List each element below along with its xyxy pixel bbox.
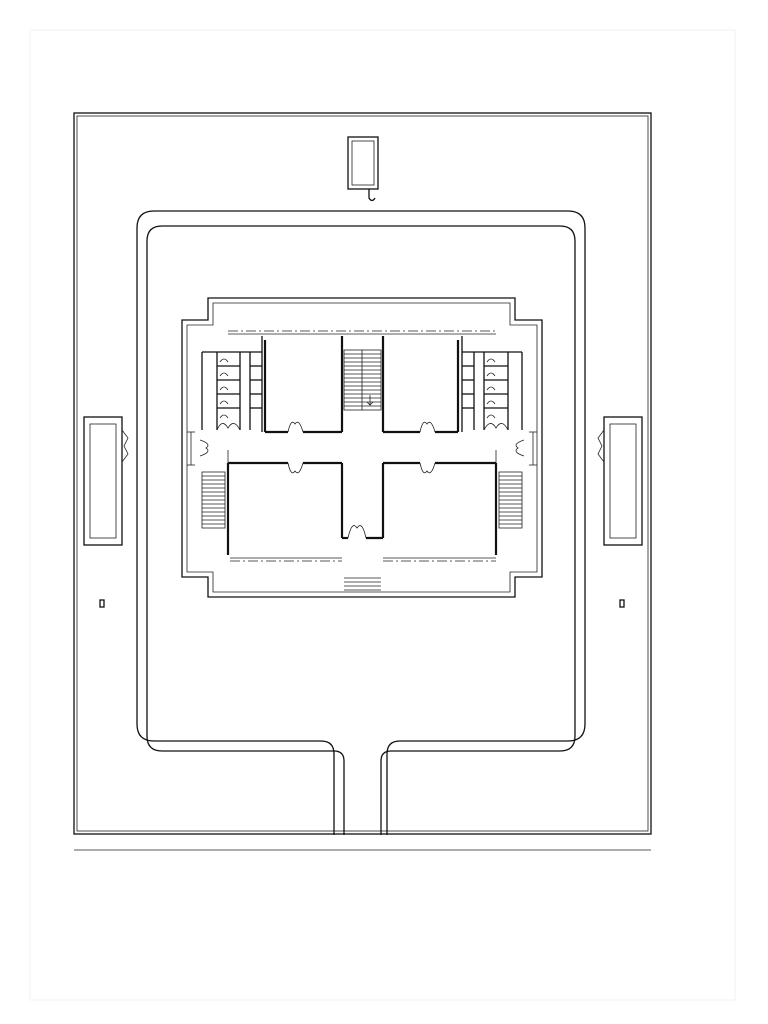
stair-southwest xyxy=(201,471,226,529)
lamp-post-east xyxy=(619,599,625,608)
side-entrance-west xyxy=(187,431,209,466)
ring-road-inner-edge xyxy=(146,225,576,835)
classroom-southwest xyxy=(226,461,344,555)
stall-door xyxy=(219,414,229,419)
stall-door xyxy=(219,358,229,363)
lamp-post-west xyxy=(99,599,105,608)
building-outline xyxy=(181,297,543,598)
south-entrance xyxy=(342,525,383,591)
side-entrance-east xyxy=(515,431,537,466)
pavilion-east xyxy=(597,416,643,546)
site-boundary xyxy=(73,112,652,851)
pavilion-west xyxy=(83,416,129,546)
north-colonnade xyxy=(228,330,496,335)
classroom-southeast xyxy=(381,461,498,555)
stall-door xyxy=(219,400,229,405)
sheet-border xyxy=(29,29,736,1001)
classroom-northeast xyxy=(381,336,460,434)
stall-door xyxy=(219,386,229,391)
toilet-block-east xyxy=(461,336,523,432)
stall-door xyxy=(486,358,496,363)
stall-door xyxy=(486,386,496,391)
ring-road-outer-edge xyxy=(136,210,586,835)
stair-southeast xyxy=(498,471,523,529)
classroom-northwest xyxy=(263,336,344,434)
south-colonnade xyxy=(230,557,496,562)
stall-door xyxy=(486,400,496,405)
toilet-block-west xyxy=(201,336,263,432)
gate-house xyxy=(347,136,379,202)
stall-door xyxy=(486,372,496,377)
central-stair xyxy=(343,349,382,411)
stall-door xyxy=(219,372,229,377)
stall-door xyxy=(486,414,496,419)
